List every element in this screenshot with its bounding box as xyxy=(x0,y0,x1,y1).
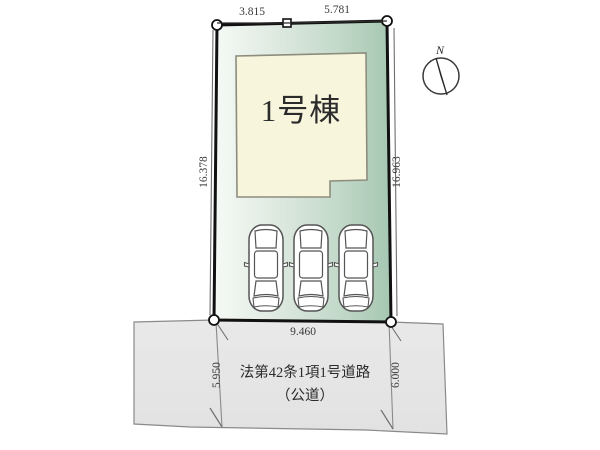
road-tick-topleft xyxy=(215,321,229,341)
car-1 xyxy=(243,224,289,312)
dim-label-road-right: 6.000 xyxy=(390,362,402,388)
road-label-line2: （公道） xyxy=(276,387,334,404)
dim-label-top-left: 3.815 xyxy=(239,6,265,18)
dimension-bottom: 9.460 xyxy=(290,326,316,338)
dimension-road-right: 6.000 xyxy=(390,362,402,388)
building-footprint: 1号棟 xyxy=(235,52,368,198)
road-divider-left xyxy=(215,321,223,428)
compass-needle-outline xyxy=(435,57,448,96)
road-divider-right xyxy=(388,321,394,430)
building-label: 1号棟 xyxy=(261,93,342,128)
dim-line-right xyxy=(393,27,398,317)
corner-marker-top-left xyxy=(211,19,223,31)
parking-area xyxy=(243,224,379,312)
dim-label-top-right: 5.781 xyxy=(324,4,350,16)
dimension-road-left: 5.950 xyxy=(211,362,223,388)
road-label-line1: 法第42条1項1号道路 xyxy=(240,363,371,381)
road-tick-left xyxy=(209,407,223,428)
dimension-top: 3.815 5.781 xyxy=(217,4,388,24)
dim-line-left xyxy=(209,29,214,316)
dim-label-right: 16.963 xyxy=(391,156,403,188)
road-label-group: 法第42条1項1号道路 （公道） xyxy=(240,363,371,404)
building-polygon xyxy=(235,52,368,198)
car-2 xyxy=(288,224,334,312)
corner-marker-bottom-right xyxy=(385,316,397,328)
dim-label-left: 16.378 xyxy=(198,156,210,188)
dim-line-top-right xyxy=(286,20,388,24)
dimension-right: 16.963 xyxy=(391,27,403,317)
compass-north-label: N xyxy=(435,43,445,57)
car-3 xyxy=(333,224,379,312)
compass-rose: N xyxy=(422,43,460,96)
dim-label-road-left: 5.950 xyxy=(211,362,223,388)
dim-label-bottom: 9.460 xyxy=(290,326,316,338)
road-area xyxy=(133,319,448,435)
corner-marker-bottom-left xyxy=(208,314,220,326)
dimension-left: 16.378 xyxy=(198,29,214,316)
road-tick-right xyxy=(380,409,394,430)
